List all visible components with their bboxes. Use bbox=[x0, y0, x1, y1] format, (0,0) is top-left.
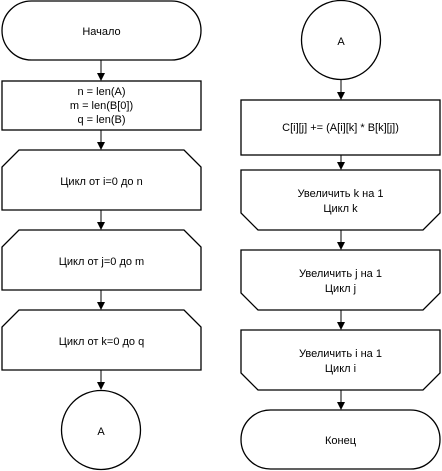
inc-i-line-2: Цикл i bbox=[325, 363, 356, 375]
end-terminator: Конец bbox=[240, 409, 441, 470]
edge-compute-to-inc-k bbox=[337, 155, 345, 170]
connector-a-left: A bbox=[60, 389, 142, 471]
edge-start-to-init bbox=[97, 60, 105, 81]
init-process-box: n = len(A) m = len(B[0]) q = len(B) bbox=[1, 80, 202, 131]
edge-init-to-loop-i bbox=[97, 130, 105, 150]
edge-inc-j-to-inc-i bbox=[337, 310, 345, 330]
edge-inc-k-to-inc-j bbox=[337, 230, 345, 250]
loop-j-start: Цикл от j=0 до m bbox=[1, 229, 202, 291]
inc-k-line-2: Цикл k bbox=[323, 203, 358, 215]
inc-j-line-2: Цикл j bbox=[325, 283, 356, 295]
edge-connector-to-compute bbox=[337, 80, 345, 100]
loop-k-label: Цикл от k=0 до q bbox=[59, 336, 144, 348]
loop-i-label: Цикл от i=0 до n bbox=[60, 176, 142, 188]
start-terminator: Начало bbox=[1, 0, 202, 61]
loop-j-label: Цикл от j=0 до m bbox=[59, 256, 144, 268]
edge-inc-i-to-end bbox=[337, 390, 345, 410]
inc-k-line-1: Увеличить k на 1 bbox=[297, 188, 383, 200]
inc-j-line-1: Увеличить j на 1 bbox=[299, 268, 382, 280]
edge-loop-k-to-connector bbox=[97, 370, 105, 390]
init-line-1: n = len(A) bbox=[78, 86, 126, 98]
init-line-3: q = len(B) bbox=[78, 114, 126, 126]
connector-a-right-label: A bbox=[337, 36, 345, 48]
loop-i-end: Увеличить i на 1 Цикл i bbox=[240, 329, 441, 391]
connector-a-right: A bbox=[300, 0, 382, 81]
end-label: Конец bbox=[325, 435, 357, 447]
compute-process-box: C[i][j] += (A[i][k] * B[k][j]) bbox=[240, 99, 441, 156]
edge-loop-j-to-loop-k bbox=[97, 290, 105, 310]
connector-a-left-label: A bbox=[97, 426, 105, 438]
loop-i-start: Цикл от i=0 до n bbox=[1, 149, 202, 211]
start-label: Начало bbox=[82, 26, 120, 38]
inc-i-line-1: Увеличить i на 1 bbox=[299, 348, 382, 360]
init-line-2: m = len(B[0]) bbox=[70, 100, 133, 112]
loop-j-end: Увеличить j на 1 Цикл j bbox=[240, 249, 441, 311]
loop-k-end: Увеличить k на 1 Цикл k bbox=[240, 169, 441, 231]
loop-k-start: Цикл от k=0 до q bbox=[1, 309, 202, 371]
compute-label: C[i][j] += (A[i][k] * B[k][j]) bbox=[282, 122, 399, 134]
edge-loop-i-to-loop-j bbox=[97, 210, 105, 230]
